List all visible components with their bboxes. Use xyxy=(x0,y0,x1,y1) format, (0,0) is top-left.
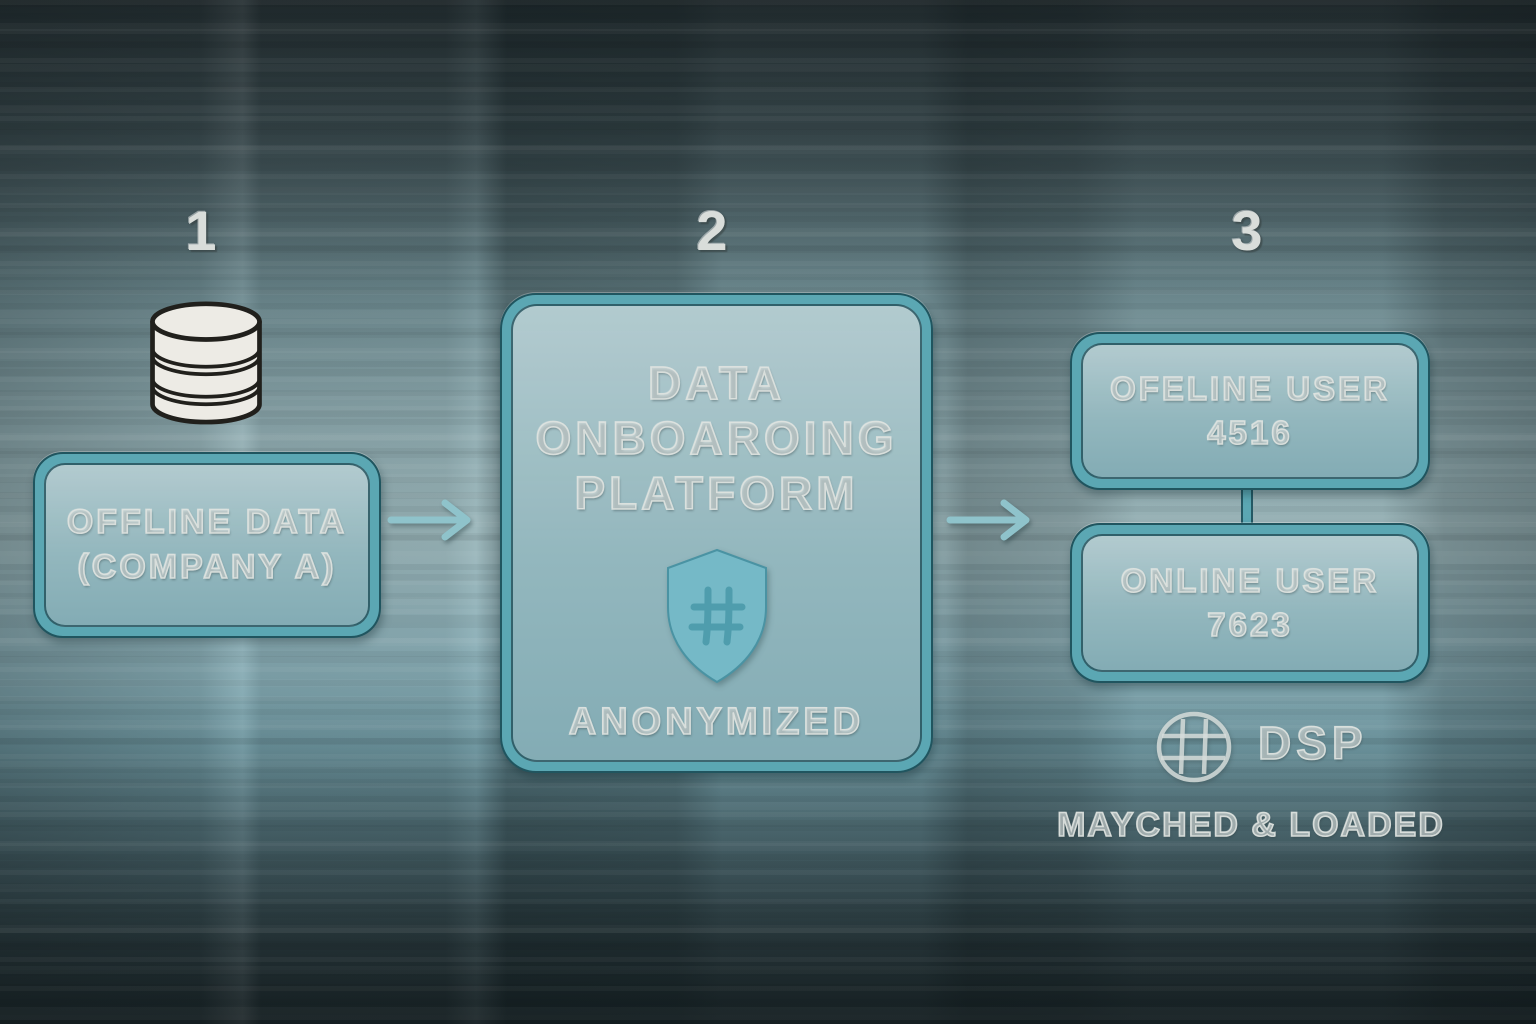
offline-user-box: OFELINE USER 4516 xyxy=(1070,332,1430,490)
platform-box: DATA ONBOAROING PLATFORM ANONYMIZED xyxy=(500,293,933,773)
online-user-id: 7623 xyxy=(1206,605,1293,644)
offline-user-label: OFELINE USER xyxy=(1109,369,1390,408)
offline-data-label-line2: (COMPANY A) xyxy=(77,547,337,587)
platform-title-line3: PLATFORM xyxy=(574,466,859,520)
offline-user-id: 4516 xyxy=(1206,413,1293,452)
online-user-box-inner: ONLINE USER 7623 xyxy=(1081,534,1419,672)
arrow-right-icon xyxy=(387,499,471,541)
platform-title-line2: ONBOAROING xyxy=(535,411,898,465)
offline-data-box-inner: OFFLINE DATA (COMPANY A) xyxy=(44,463,370,627)
globe-hash-icon xyxy=(1156,711,1232,783)
step-1-number: 1 xyxy=(185,199,217,262)
offline-data-box: OFFLINE DATA (COMPANY A) xyxy=(33,452,381,638)
step-2-number: 2 xyxy=(696,199,728,262)
shield-hash-icon xyxy=(666,548,767,684)
platform-box-inner: DATA ONBOAROING PLATFORM ANONYMIZED xyxy=(511,304,922,762)
offline-data-label-line1: OFFLINE DATA xyxy=(66,502,348,542)
matched-loaded-label: MAYCHED & LOADED xyxy=(1056,805,1445,845)
offline-user-box-inner: OFELINE USER 4516 xyxy=(1081,343,1419,479)
dsp-label: DSP xyxy=(1257,716,1368,770)
online-user-label: ONLINE USER xyxy=(1120,561,1380,600)
user-boxes-connector xyxy=(1241,486,1253,528)
arrow-right-icon xyxy=(946,499,1030,541)
database-icon xyxy=(150,301,262,425)
online-user-box: ONLINE USER 7623 xyxy=(1070,523,1430,683)
step-3-number: 3 xyxy=(1231,199,1263,262)
platform-title-line1: DATA xyxy=(647,356,785,410)
anonymized-status: ANONYMIZED xyxy=(568,700,865,744)
